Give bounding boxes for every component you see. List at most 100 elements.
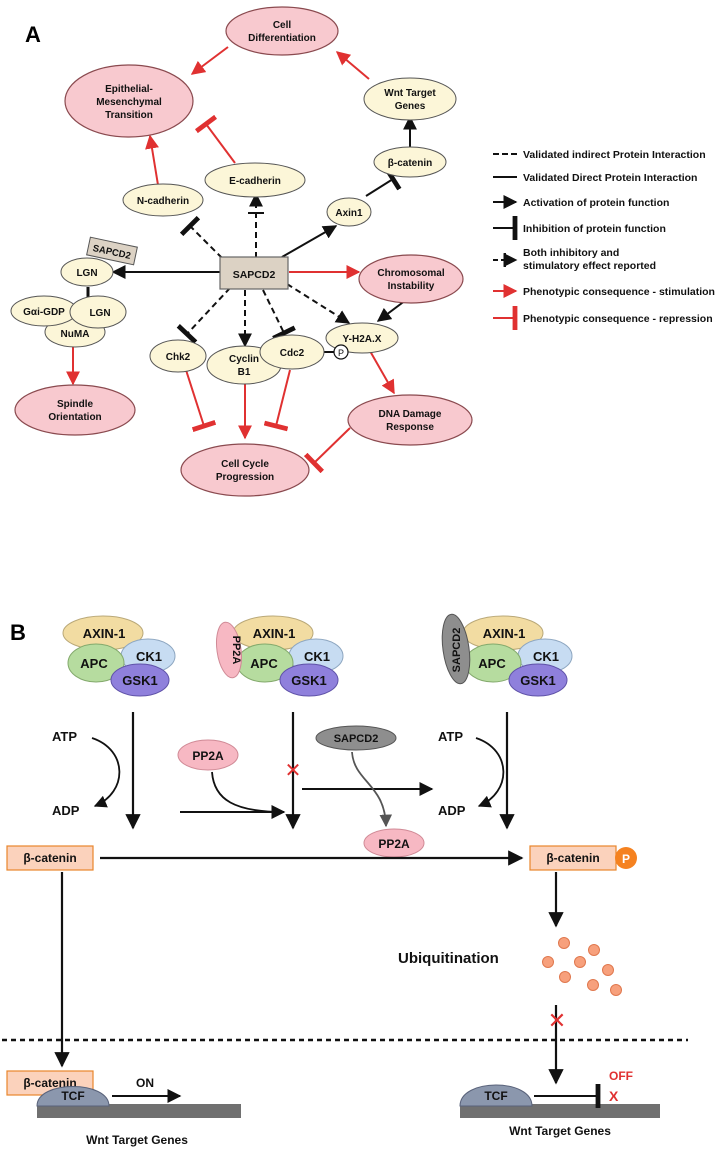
svg-text:APC: APC [478,656,506,671]
off-label: OFF [609,1069,633,1083]
panel-a-label: A [25,22,41,47]
legend-repression: Phenotypic consequence - repression [523,313,713,325]
block-x-mark-2: ✕ [548,1008,566,1033]
svg-text:Cell Cycle: Cell Cycle [221,459,269,470]
tcf-left: TCF [36,1086,110,1107]
edge-cell-diff-to-emt [190,46,229,75]
beta-catenin-p-box: β-catenin P [529,845,637,871]
svg-text:PP2A: PP2A [192,749,224,763]
svg-text:Progression: Progression [216,472,274,483]
svg-text:TCF: TCF [484,1089,507,1103]
destruction-complex-3: AXIN-1 CK1 APC GSK1 SAPCD2 [441,613,573,697]
atp-label-2: ATP [438,729,463,744]
edge-chk2-repress-ccp [185,369,217,432]
svg-text:CK1: CK1 [136,649,162,664]
panel-b: B AXIN-1 CK1 APC GSK1 AXIN-1 CK1 APC GSK… [2,613,688,1147]
svg-text:β-catenin: β-catenin [546,851,599,865]
svg-text:B1: B1 [238,367,251,378]
off-x-mark: X [609,1088,619,1104]
sapcd2-free: SAPCD2 [315,725,397,751]
edge-wnt-to-cell-diff [335,51,370,80]
node-emt: Epithelial- Mesenchymal Transition [64,64,194,138]
svg-text:Y-H2A.X: Y-H2A.X [343,334,382,345]
block-x-mark: ✕ [285,760,302,782]
svg-text:GSK1: GSK1 [122,673,157,688]
wnt-target-genes-right: Wnt Target Genes [509,1124,611,1138]
edge-sapcd2-repress-ncad [179,215,223,259]
edge-sapcd2-repress-cdc2 [262,289,296,341]
legend-direct: Validated Direct Protein Interaction [523,172,697,184]
svg-text:Axin1: Axin1 [335,208,363,219]
svg-text:Differentiation: Differentiation [248,33,316,44]
svg-text:SAPCD2: SAPCD2 [233,269,276,281]
sapcd2-release-curve [351,751,393,828]
sapcd2-vertical-label: SAPCD2 [451,628,463,673]
destruction-complex-2: AXIN-1 CK1 APC GSK1 PP2A [215,615,344,697]
atp-adp-curve-2 [475,737,505,808]
svg-text:E-cadherin: E-cadherin [229,176,281,187]
node-chromosomal-instability: Chromosomal Instability [358,254,464,304]
svg-text:LGN: LGN [76,268,97,279]
node-e-cadherin: E-cadherin [204,162,306,198]
svg-text:Orientation: Orientation [48,412,101,423]
svg-text:P: P [338,348,344,358]
svg-text:β-catenin: β-catenin [23,1076,76,1090]
svg-text:AXIN-1: AXIN-1 [483,626,526,641]
node-lgn-complex: Gαi-GDP LGN NuMA [10,295,127,348]
svg-text:GSK1: GSK1 [291,673,326,688]
node-beta-catenin: β-catenin [373,146,447,178]
svg-text:DNA Damage: DNA Damage [379,409,442,420]
svg-text:Genes: Genes [395,101,426,112]
edge-dna-repress-ccp [303,427,351,474]
node-cell-differentiation: Cell Differentiation [225,6,339,56]
svg-text:Transition: Transition [105,110,153,121]
node-n-cadherin: N-cadherin [122,183,204,217]
node-wnt-target-genes: Wnt Target Genes [363,77,457,121]
node-spindle-orientation: Spindle Orientation [14,384,136,436]
svg-text:Chk2: Chk2 [166,352,191,363]
destruction-complex-1: AXIN-1 CK1 APC GSK1 [62,615,176,697]
adp-label-2: ADP [438,803,466,818]
node-cdc2: Cdc2 [259,334,325,370]
legend-inhibition: Inhibition of protein function [523,223,666,235]
node-cell-cycle-progression: Cell Cycle Progression [180,443,310,497]
svg-text:Spindle: Spindle [57,399,94,410]
edge-sapcd2-to-axin1 [281,225,338,258]
beta-catenin-box: β-catenin [6,845,94,871]
svg-text:Wnt Target: Wnt Target [384,88,436,99]
pp2a-bind-curve [211,771,285,813]
node-dna-damage-response: DNA Damage Response [347,394,473,446]
svg-text:APC: APC [80,656,108,671]
edge-ncad-to-emt [145,134,159,186]
svg-text:SAPCD2: SAPCD2 [334,733,379,745]
svg-text:Instability: Instability [388,281,435,292]
panel-b-label: B [10,620,26,645]
svg-text:AXIN-1: AXIN-1 [253,626,296,641]
edge-sapcd2-repress-chk2 [176,287,231,344]
svg-text:Cdc2: Cdc2 [280,348,305,359]
dna-bar-right [460,1104,660,1118]
svg-text:Epithelial-: Epithelial- [105,84,153,95]
svg-text:PP2A: PP2A [378,837,410,851]
gai-gdp-label: Gαi-GDP [23,307,65,318]
svg-text:Cyclin: Cyclin [229,354,259,365]
adp-label-1: ADP [52,803,80,818]
svg-text:CK1: CK1 [304,649,330,664]
svg-text:AXIN-1: AXIN-1 [83,626,126,641]
edge-yh2ax-to-dna [369,350,395,395]
svg-text:GSK1: GSK1 [520,673,555,688]
phospho-marker-cdc2: P [333,344,349,360]
svg-text:Response: Response [386,422,434,433]
node-sapcd2-center: SAPCD2 [219,256,289,290]
panel-a: A [10,6,715,497]
wnt-target-genes-left: Wnt Target Genes [86,1133,188,1147]
svg-text:Chromosomal: Chromosomal [377,268,444,279]
numa-label: NuMA [61,329,90,340]
phospho-marker: P [622,852,630,866]
pp2a-vertical-label: PP2A [230,636,242,665]
legend-activation: Activation of protein function [523,197,669,209]
edge-cdc2-repress-ccp [263,369,291,432]
ubiquitination-label: Ubiquitination [398,950,499,967]
edge-ecad-repress-emt [194,114,236,164]
